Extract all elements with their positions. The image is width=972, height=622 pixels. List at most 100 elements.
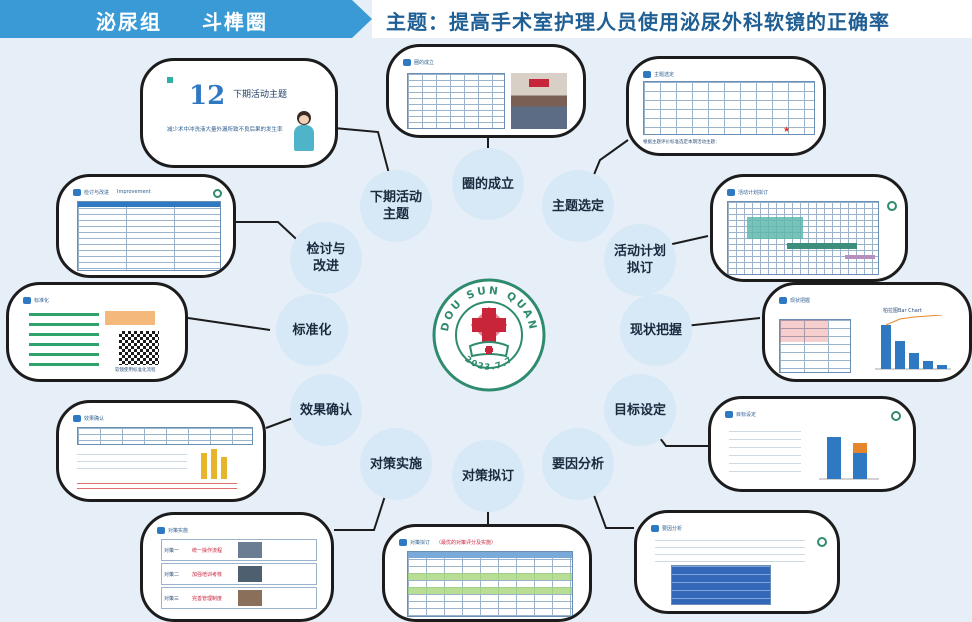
impl-row: 对策三 完善管理制度 (161, 587, 317, 609)
qr-code (119, 331, 159, 365)
highlight-row (408, 587, 572, 594)
thumb-header: 对策拟订 （最优的对策评分及实施） (399, 537, 496, 547)
member-table (407, 73, 505, 129)
effect-bar-chart (201, 449, 227, 479)
title-marker-icon (725, 410, 733, 418)
thumb-header: 效果确认 (73, 413, 104, 423)
impl-photo (238, 542, 262, 558)
topic-banner: 主题：提高手术室护理人员使用泌尿外科软镜的正确率 (372, 0, 972, 38)
thumb-circle-formation: 圈的成立 (403, 57, 569, 129)
gantt-bar (845, 255, 875, 259)
theme-score-table (643, 81, 815, 135)
card-theme-selection: 主题选定 ★ 根据主题评价标准选定本期活动主题： (626, 56, 826, 156)
impl-photo (238, 566, 262, 582)
hospital-logo-icon (213, 189, 222, 198)
step-label: 检讨与 改进 (306, 242, 346, 274)
thumb-header: 要因分析 (651, 523, 682, 533)
thumb-activity-plan: 活动计划拟订 (727, 187, 897, 275)
thumb-theme-selection: 主题选定 ★ 根据主题评价标准选定本期活动主题： (643, 69, 815, 145)
theme-title: 下期活动主题 (233, 90, 288, 100)
impl-row: 对策二 加强培训考核 (161, 563, 317, 585)
card-circle-formation: 圈的成立 (386, 44, 586, 138)
step-label: 对策拟订 (461, 468, 514, 484)
hospital-logo-icon (887, 201, 897, 211)
effect-text (77, 451, 187, 475)
thumb-header: 圈的成立 (403, 57, 434, 67)
cause-table (671, 565, 771, 605)
step-target-setting[interactable]: 目标设定 (604, 374, 676, 446)
hospital-logo-icon (817, 537, 827, 547)
step-review-improve[interactable]: 检讨与 改进 (290, 222, 362, 294)
card-countermeasure-impl: 对策实施 对策一 统一操作流程 对策二 加强培训考核 对策三 完善管理制度 (140, 512, 334, 622)
card-effect-confirm: 效果确认 (56, 400, 266, 502)
cause-text (655, 537, 805, 563)
theme-number: 12 (189, 81, 226, 111)
step-countermeasure-impl[interactable]: 对策实施 (360, 428, 432, 500)
thumb-target-setting: 目标设定 (725, 409, 901, 480)
step-label: 现状把握 (629, 322, 682, 338)
effect-conclusion (77, 481, 237, 489)
gantt-bar (787, 243, 857, 249)
selected-star-icon: ★ (783, 125, 791, 134)
impl-photo (238, 590, 262, 606)
thumb-countermeasure-impl: 对策实施 对策一 统一操作流程 对策二 加强培训考核 对策三 完善管理制度 (157, 525, 317, 609)
title-marker-icon (727, 188, 735, 196)
title-marker-icon (651, 524, 659, 532)
step-activity-plan[interactable]: 活动计划 拟订 (604, 224, 676, 296)
effect-table (77, 427, 253, 445)
pareto-chart (875, 315, 951, 370)
nurse-illustration (291, 111, 317, 155)
group-label: 泌尿组 (96, 10, 162, 34)
card-countermeasure-plan: 对策拟订 （最优的对策评分及实施） (382, 524, 592, 622)
logo-cross-icon (470, 306, 508, 344)
circle-name: 斗榫圈 (202, 10, 268, 34)
step-cause-analysis[interactable]: 要因分析 (542, 428, 614, 500)
step-next-theme[interactable]: 下期活动 主题 (360, 170, 432, 242)
title-marker-icon (73, 414, 81, 422)
pareto-title: 柏拉图Bar Chart (883, 308, 922, 314)
target-bar-chart (819, 437, 879, 480)
step-theme-selection[interactable]: 主题选定 (542, 170, 614, 242)
step-status-grasp[interactable]: 现状把握 (620, 294, 692, 366)
highlight-row (408, 573, 572, 580)
step-label: 要因分析 (551, 456, 604, 472)
logo-nurse-cap-icon (468, 341, 510, 358)
step-label: 目标设定 (613, 402, 666, 418)
gantt-bar (747, 217, 803, 239)
card-standardization: 标准化 软镜使用标准化流程 (6, 282, 188, 382)
thumb-header: 活动计划拟订 (727, 187, 768, 197)
flowchart-note (105, 311, 155, 325)
card-status-grasp: 现状把握 柏拉图Bar Chart (762, 282, 972, 382)
title-marker-icon (23, 296, 31, 304)
step-label: 效果确认 (299, 402, 352, 418)
step-effect-confirm[interactable]: 效果确认 (290, 374, 362, 446)
title-marker-icon (403, 58, 411, 66)
status-row-highlight (780, 320, 828, 342)
theme-selection-note: 根据主题评价标准选定本期活动主题： (643, 140, 720, 145)
flowchart (29, 309, 99, 371)
quality-circle-logo: DOU SUN QUAN 2023.7.7 (432, 278, 546, 392)
title-marker-icon (779, 296, 787, 304)
page-header: 泌尿组 斗榫圈 主题：提高手术室护理人员使用泌尿外科软镜的正确率 (0, 0, 972, 38)
thumb-status-grasp: 现状把握 柏拉图Bar Chart (779, 295, 955, 373)
table-header-band (408, 552, 572, 558)
title-marker-icon (643, 70, 651, 78)
title-marker-icon (399, 538, 407, 546)
theme-subtitle: 减少术中冲洗液大量外漏所致不良后果的发生率 (167, 127, 283, 133)
step-standardization[interactable]: 标准化 (276, 294, 348, 366)
thumb-countermeasure-plan: 对策拟订 （最优的对策评分及实施） (399, 537, 575, 617)
hospital-logo-icon (891, 411, 901, 421)
step-label: 主题选定 (551, 198, 604, 214)
thumb-next-theme: 12 下期活动主题 减少术中冲洗液大量外漏所致不良后果的发生率 (157, 71, 321, 155)
card-review-improve: 检讨与改进 Improvement (56, 174, 236, 278)
countermeasure-table (407, 551, 573, 617)
thumb-header: 检讨与改进 Improvement (73, 187, 151, 197)
table-header-band (78, 202, 220, 207)
thumb-header: 目标设定 (725, 409, 756, 419)
thumb-effect-confirm: 效果确认 (73, 413, 253, 489)
qr-caption: 软镜使用标准化流程 (115, 368, 156, 373)
step-label: 活动计划 拟订 (613, 244, 666, 276)
impl-row: 对策一 统一操作流程 (161, 539, 317, 561)
step-circle-formation[interactable]: 圈的成立 (452, 148, 524, 220)
step-countermeasure-plan[interactable]: 对策拟订 (452, 440, 524, 512)
